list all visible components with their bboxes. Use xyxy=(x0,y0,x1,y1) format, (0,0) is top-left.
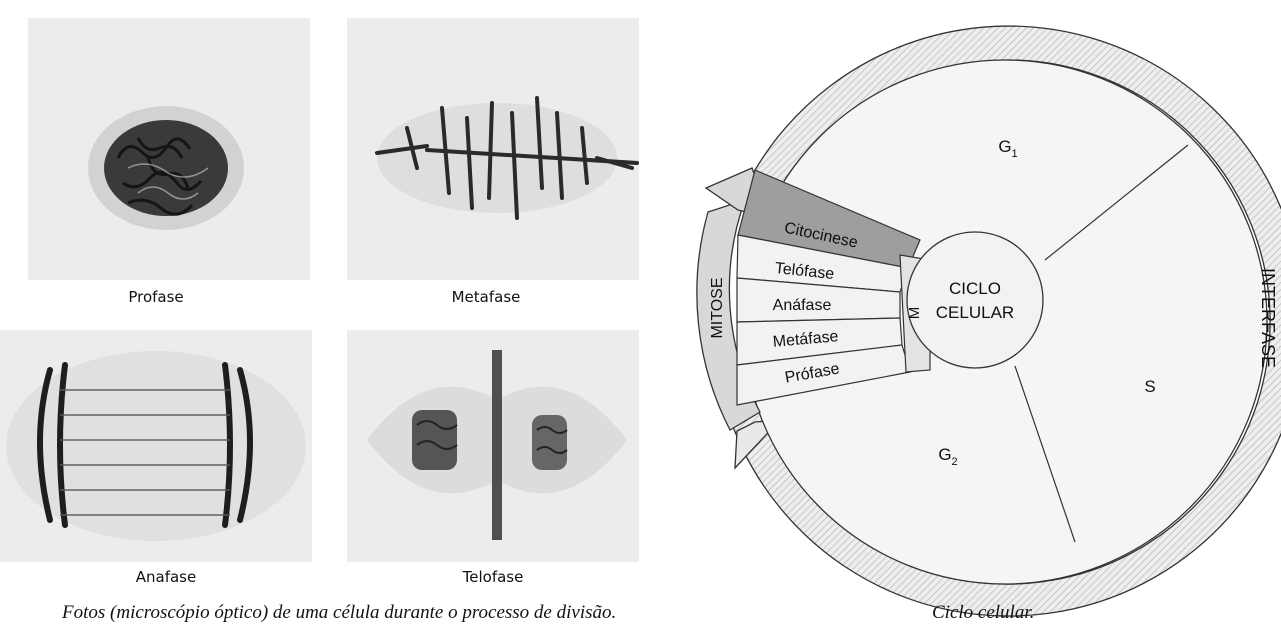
interfase-label: INTERFASE xyxy=(1258,268,1278,368)
center-circle xyxy=(907,232,1043,368)
m-label: M xyxy=(906,307,923,320)
cycle-caption: Ciclo celular. xyxy=(932,602,1034,624)
mitose-label: MITOSE xyxy=(709,277,726,338)
center-label-line1: CICLO xyxy=(949,279,1001,298)
stage-anafase: Anáfase xyxy=(773,297,832,314)
center-label-line2: CELULAR xyxy=(936,303,1014,322)
s-label: S xyxy=(1144,377,1155,396)
